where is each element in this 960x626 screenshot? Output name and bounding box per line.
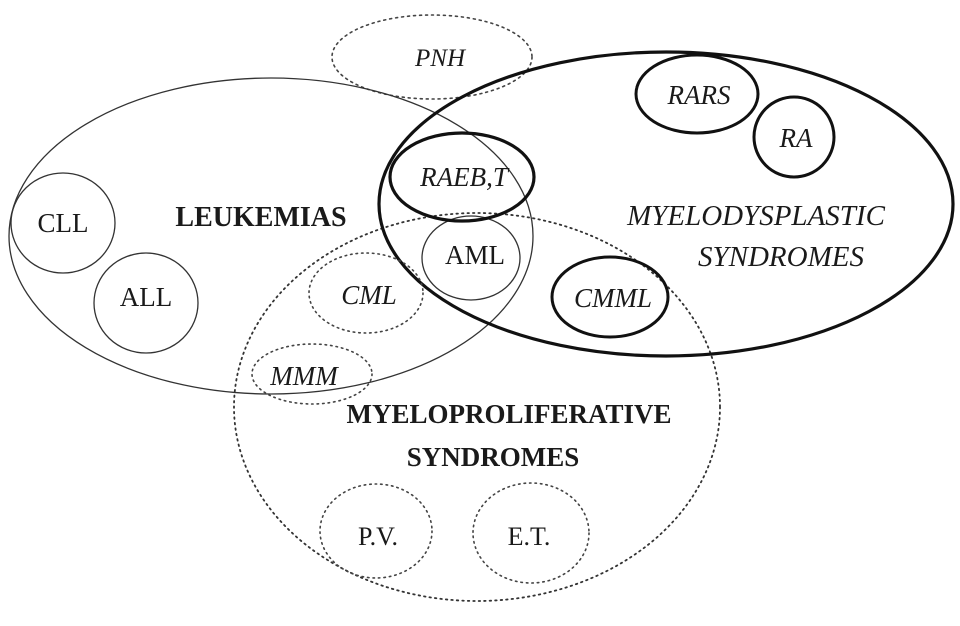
myeloproliferative-circle [233, 212, 721, 602]
raebt-circle [388, 131, 536, 223]
ra-circle [752, 95, 836, 179]
et-label: E.T. [508, 522, 551, 551]
leukemias-label: LEUKEMIAS [175, 202, 346, 233]
ra-label: RA [779, 123, 813, 153]
pv-label: P.V. [358, 522, 398, 551]
myelodysplastic-syndromes-label: SYNDROMES [698, 241, 864, 273]
cll-label: CLL [38, 208, 89, 238]
aml-label: AML [445, 240, 505, 270]
myeloproliferative-label: MYELOPROLIFERATIVE [346, 399, 671, 429]
pnh-label: PNH [414, 45, 467, 72]
leukemias-ellipse [8, 77, 534, 395]
rars-circle [634, 53, 760, 135]
aml-circle [421, 215, 521, 301]
pnh-circle [331, 14, 533, 100]
cml-label: CML [341, 280, 397, 310]
myeloproliferative-syndromes-label: SYNDROMES [407, 442, 580, 472]
cml-circle [308, 252, 424, 334]
myelodysplastic-ellipse [377, 50, 955, 358]
all-label: ALL [120, 282, 172, 312]
et-circle [472, 482, 590, 584]
cmml-label: CMML [574, 283, 652, 313]
raebt-label: RAEB,T [419, 162, 510, 192]
all-circle [93, 252, 199, 354]
pv-circle [319, 483, 433, 579]
myelodysplastic-label: MYELODYSPLASTIC [626, 200, 885, 232]
cmml-circle [550, 255, 670, 339]
mmm-circle [251, 343, 373, 405]
cll-circle [10, 172, 116, 274]
rars-label: RARS [667, 80, 731, 110]
mmm-label: MMM [269, 361, 339, 391]
